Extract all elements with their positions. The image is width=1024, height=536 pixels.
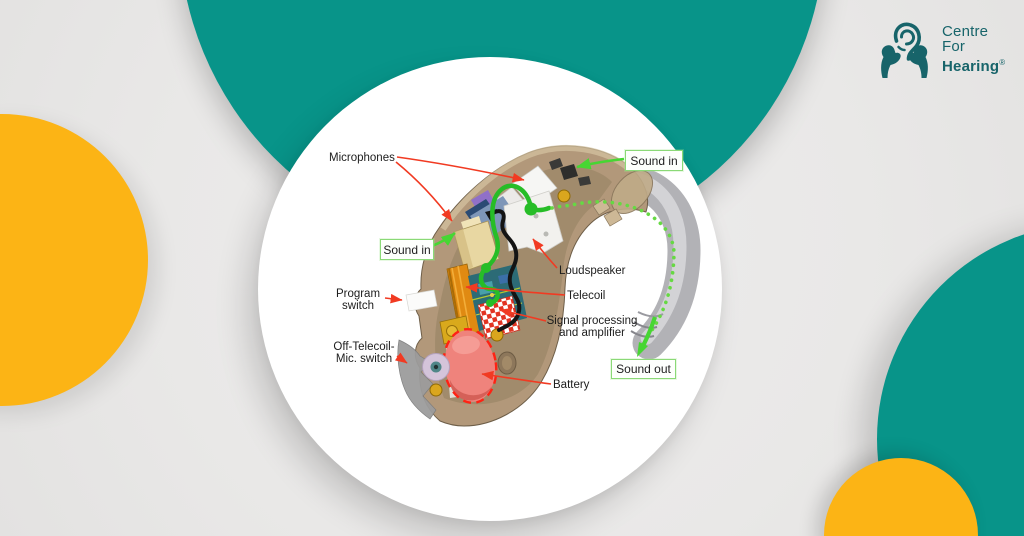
label-loudspeaker: Loudspeaker [559, 265, 626, 277]
brand-word-hearing: Hearing® [942, 57, 1006, 75]
decor-yellow-circle-left [0, 114, 148, 406]
brand-word-for: For [942, 38, 966, 56]
label-signal-processing: Signal processing and amplifier [546, 315, 638, 339]
diagram-disc [258, 57, 722, 521]
label-box-sound-in-left: Sound in [380, 239, 434, 260]
brand-logo: Centre For Hearing® [876, 20, 1005, 78]
label-off-telecoil-mic-switch: Off-Telecoil- Mic. switch [333, 341, 395, 365]
label-microphones: Microphones [329, 152, 395, 164]
label-program-switch: Program switch [335, 288, 381, 312]
brand-word-centre: Centre [942, 22, 989, 40]
label-box-sound-out: Sound out [611, 359, 676, 379]
registered-mark: ® [999, 57, 1006, 67]
brand-logo-text: Centre For Hearing® [942, 24, 1005, 75]
label-box-sound-in-top: Sound in [625, 150, 683, 171]
label-telecoil: Telecoil [567, 290, 606, 302]
label-battery: Battery [553, 379, 590, 391]
hands-cupping-ear-icon [881, 22, 928, 78]
